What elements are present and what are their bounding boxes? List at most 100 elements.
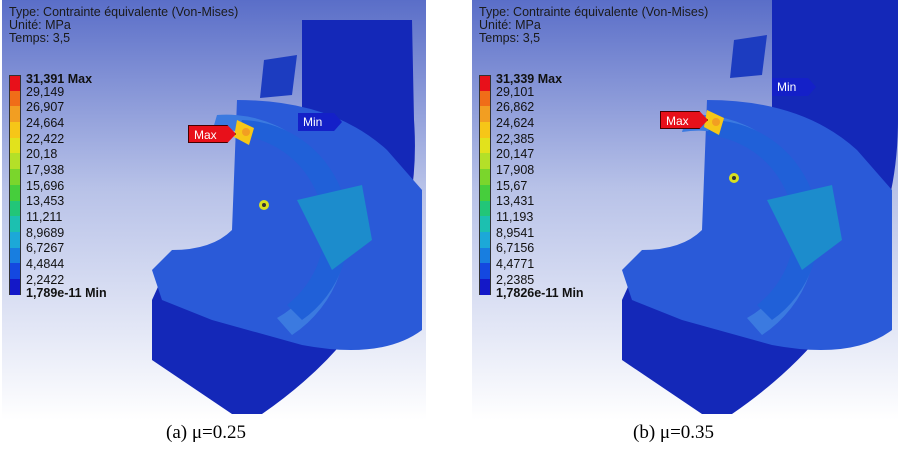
- result-panel-b: Type: Contrainte équivalente (Von-Mises)…: [472, 0, 898, 420]
- legend-row: 8,9689: [9, 226, 92, 248]
- result-panel-a: Type: Contrainte équivalente (Von-Mises)…: [2, 0, 426, 420]
- legend-swatch: [479, 200, 491, 217]
- legend-label: 29,149: [26, 84, 65, 99]
- legend-swatch: [479, 278, 491, 295]
- gear-model-shape: [152, 20, 422, 414]
- legend-swatch: [479, 169, 491, 185]
- color-legend: 31,391 Max 29,149 26,907 24,664 22,422 2…: [9, 71, 107, 300]
- legend-row: 29,101: [479, 85, 562, 107]
- legend-label: 8,9689: [26, 225, 65, 240]
- legend-row: 11,211: [9, 210, 92, 232]
- result-header: Type: Contrainte équivalente (Von-Mises)…: [479, 6, 708, 45]
- stress-model-view: [472, 0, 898, 420]
- legend-swatch: [479, 231, 491, 248]
- legend-swatch: [9, 106, 21, 123]
- legend-swatch: [479, 137, 491, 154]
- legend-row: 13,431: [479, 194, 562, 217]
- legend-row: 6,7267: [9, 241, 92, 264]
- legend-swatch: [9, 231, 21, 248]
- legend-row: 2,2422: [9, 273, 92, 295]
- result-unit: Unité: MPa: [479, 18, 541, 32]
- legend-row: 24,624: [479, 116, 562, 138]
- legend-row: 15,696: [9, 179, 92, 201]
- legend-label: 24,624: [496, 115, 535, 130]
- gear-model-shape: [622, 0, 898, 414]
- legend-swatch: [9, 184, 21, 201]
- result-time: Temps: 3,5: [479, 31, 541, 45]
- legend-row: 31,391 Max: [9, 71, 93, 91]
- legend-row: 20,147: [479, 147, 562, 170]
- legend-swatch: [9, 137, 21, 154]
- legend-label: 4,4771: [496, 257, 535, 272]
- legend-swatch: [9, 169, 21, 185]
- legend-swatch: [9, 90, 21, 107]
- legend-label: 22,385: [496, 131, 535, 146]
- legend-row: 6,7156: [479, 241, 562, 264]
- result-time: Temps: 3,5: [9, 31, 71, 45]
- legend-label: 2,2385: [496, 272, 535, 287]
- legend-label: 20,18: [26, 147, 58, 162]
- legend-label: 22,422: [26, 131, 65, 146]
- legend-swatch: [479, 122, 491, 138]
- legend-swatch: [9, 278, 21, 295]
- legend-swatch: [9, 122, 21, 138]
- min-probe-tag: Min: [772, 78, 816, 96]
- legend-label: 17,908: [496, 162, 535, 177]
- legend-row: 24,664: [9, 116, 92, 138]
- result-type: Type: Contrainte équivalente (Von-Mises): [479, 5, 709, 19]
- legend-row: 26,907: [9, 100, 92, 123]
- legend-swatch: [9, 263, 21, 279]
- legend-label: 11,211: [26, 210, 63, 225]
- legend-swatch: [479, 153, 491, 170]
- legend-label: 26,907: [26, 100, 65, 115]
- legend-label: 31,339 Max: [496, 71, 563, 86]
- legend-label: 17,938: [26, 162, 65, 177]
- result-header: Type: Contrainte équivalente (Von-Mises)…: [9, 6, 238, 45]
- legend-row: 22,385: [479, 132, 562, 154]
- legend-label: 6,7267: [26, 241, 65, 256]
- min-probe-tag: Min: [298, 113, 342, 131]
- legend-swatch: [479, 184, 491, 201]
- legend-label: 31,391 Max: [26, 71, 93, 86]
- legend-label: 11,193: [496, 210, 534, 225]
- legend-row: 29,149: [9, 85, 92, 107]
- max-probe-tag: Max: [188, 125, 236, 143]
- legend-row: 11,193: [479, 210, 562, 232]
- legend-row: 20,18: [9, 147, 92, 170]
- legend-min-label: 1,789e-11 Min: [26, 286, 107, 300]
- legend-swatch: [9, 216, 21, 232]
- legend-label: 15,696: [26, 178, 65, 193]
- legend-swatch: [9, 247, 21, 264]
- legend-min-label: 1,7826e-11 Min: [496, 286, 584, 300]
- figure-caption-b: (b) μ=0.35: [633, 422, 715, 443]
- legend-swatch: [9, 153, 21, 170]
- legend-swatch: [9, 200, 21, 217]
- legend-label: 29,101: [496, 84, 535, 99]
- legend-row: 31,339 Max: [479, 71, 563, 91]
- stress-model-view: [2, 0, 426, 420]
- legend-swatch: [479, 106, 491, 123]
- legend-row: 2,2385: [479, 273, 562, 295]
- color-legend: 31,339 Max 29,101 26,862 24,624 22,385 2…: [479, 71, 584, 300]
- legend-row: 13,453: [9, 194, 92, 217]
- legend-label: 20,147: [496, 147, 535, 162]
- legend-label: 26,862: [496, 100, 535, 115]
- legend-label: 6,7156: [496, 241, 535, 256]
- legend-row: 26,862: [479, 100, 562, 123]
- legend-label: 8,9541: [496, 225, 535, 240]
- legend-swatch: [9, 75, 21, 91]
- legend-swatch: [479, 247, 491, 264]
- legend-label: 13,431: [496, 194, 535, 209]
- legend-row: 15,67: [479, 179, 562, 201]
- legend-label: 24,664: [26, 115, 65, 130]
- legend-row: 17,938: [9, 163, 92, 185]
- legend-swatch: [479, 263, 491, 279]
- legend-row: 4,4844: [9, 257, 92, 279]
- max-probe-tag: Max: [660, 111, 708, 129]
- legend-row: 22,422: [9, 132, 92, 154]
- legend-swatch: [479, 75, 491, 91]
- legend-row: 8,9541: [479, 226, 562, 248]
- legend-row: 4,4771: [479, 257, 562, 279]
- legend-swatch: [479, 90, 491, 107]
- figure-caption-a: (a) μ=0.25: [166, 422, 246, 443]
